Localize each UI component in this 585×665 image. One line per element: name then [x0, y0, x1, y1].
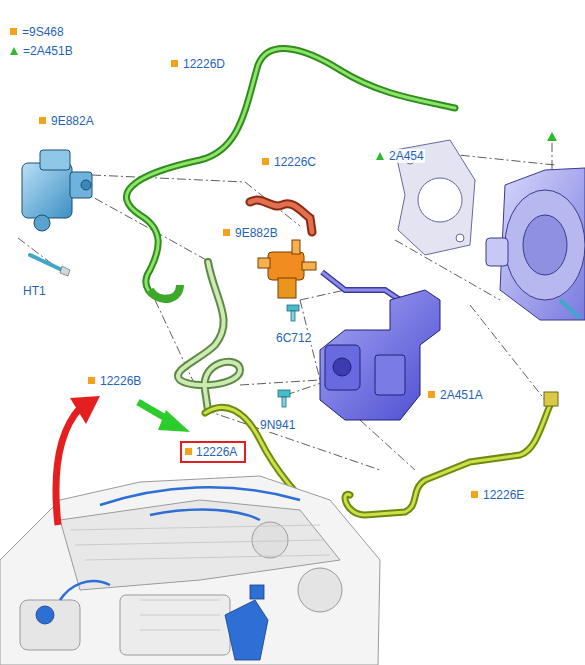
callout-number: 9E882B: [234, 226, 279, 240]
part-marker: [171, 60, 178, 67]
callout-label: 2A451A: [428, 388, 484, 402]
callout-label: HT1: [22, 284, 47, 298]
callout-number: 9E882A: [50, 114, 95, 128]
variant-marker: [376, 152, 384, 160]
legend-swatch: [10, 28, 17, 35]
callout-label: 9N941: [259, 418, 296, 432]
part-marker: [39, 117, 46, 124]
callout-label: 9E882B: [223, 226, 279, 240]
callout-label: 12226E: [471, 488, 525, 502]
callout-number: 9N941: [259, 418, 296, 432]
legend-item: =9S468: [10, 25, 65, 39]
callout-number: 2A454: [388, 149, 425, 163]
part-marker: [223, 229, 230, 236]
callout-number: 12226D: [182, 57, 226, 71]
callout-number: 12226C: [273, 155, 317, 169]
callout-number: HT1: [22, 284, 47, 298]
callout-label: 12226C: [262, 155, 317, 169]
legend-item: =2A451B: [10, 44, 74, 58]
callout-label: 12226B: [88, 374, 142, 388]
part-marker: [185, 448, 192, 455]
callout-label: 12226D: [171, 57, 226, 71]
legend-triangle: [10, 47, 18, 55]
callout-number: 2A451A: [439, 388, 484, 402]
part-marker: [88, 377, 95, 384]
legend-text: =9S468: [21, 25, 65, 39]
callout-number: 12226B: [99, 374, 142, 388]
part-marker: [471, 491, 478, 498]
callout-number: 12226A: [196, 445, 237, 459]
part-marker: [262, 158, 269, 165]
legend-text: =2A451B: [22, 44, 74, 58]
highlighted-callout: 12226A: [180, 441, 246, 463]
callout-number: 6C712: [275, 331, 312, 345]
callout-number: 12226E: [482, 488, 525, 502]
part-marker: [428, 391, 435, 398]
callout-label: 2A454: [376, 149, 425, 163]
callout-label: 6C712: [275, 331, 312, 345]
callout-label: 9E882A: [39, 114, 95, 128]
